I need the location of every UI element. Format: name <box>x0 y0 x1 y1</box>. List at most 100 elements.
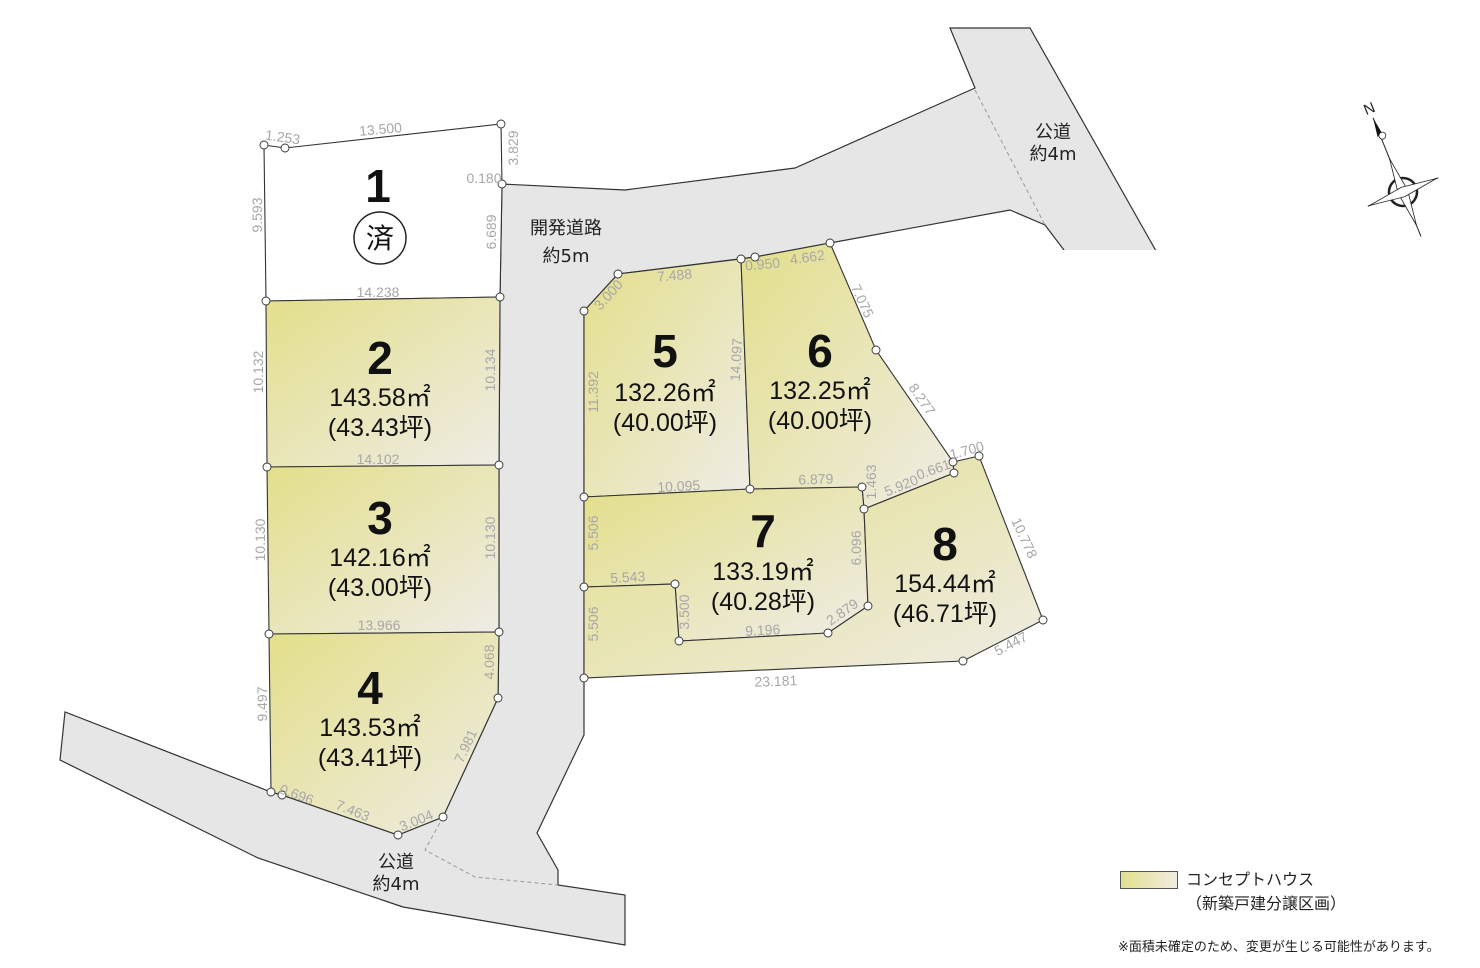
survey-point <box>949 468 959 478</box>
dimension-label: 14.102 <box>357 451 400 467</box>
survey-point <box>393 830 403 840</box>
lot-7-number: 7 <box>750 505 776 557</box>
dimension-label: 13.500 <box>359 119 403 139</box>
lot-2-area: 143.58㎡ <box>329 384 430 412</box>
survey-point <box>670 579 680 589</box>
dimension-label: 1.463 <box>863 464 879 499</box>
sold-badge: 済 <box>353 211 407 265</box>
lot-7-tsubo: (40.28坪) <box>711 588 815 616</box>
lot-2-tsubo: (43.43坪) <box>328 414 432 442</box>
survey-point <box>857 482 867 492</box>
dimension-label: 10.130 <box>252 518 268 561</box>
survey-point <box>495 292 505 302</box>
road-boundary-dashed <box>974 89 1046 226</box>
lot-8-number: 8 <box>932 518 958 570</box>
dimension-label: 23.181 <box>754 672 798 689</box>
legend-line-1: コンセプトハウス <box>1186 870 1315 889</box>
survey-point <box>266 787 276 797</box>
dimension-label: 3.829 <box>505 130 521 165</box>
survey-point <box>579 673 589 683</box>
development-road-width: 約5m <box>543 246 590 267</box>
lot-8-area: 154.44㎡ <box>894 570 995 598</box>
public-road-ne-width: 約4m <box>1030 144 1077 165</box>
survey-point <box>497 179 507 189</box>
lot-8-tsubo: (46.71坪) <box>893 600 997 628</box>
survey-point <box>750 252 760 262</box>
survey-point <box>264 629 274 639</box>
survey-point <box>262 462 272 472</box>
dimension-label: 9.593 <box>249 197 265 232</box>
survey-point <box>579 492 589 502</box>
lot-3-area: 142.16㎡ <box>329 544 430 572</box>
survey-point <box>863 601 873 611</box>
survey-point <box>496 119 506 129</box>
public-road-sw-name: 公道 <box>378 852 414 873</box>
dimension-label: 3.500 <box>676 594 692 629</box>
lot-3-tsubo: (43.00坪) <box>328 574 432 602</box>
survey-points <box>259 119 1048 840</box>
lot-4-tsubo: (43.41坪) <box>318 744 422 772</box>
dimension-label: 9.196 <box>745 621 781 639</box>
dimension-label: 1.253 <box>264 127 301 148</box>
survey-point <box>261 296 271 306</box>
survey-point <box>871 345 881 355</box>
dimension-label: 14.238 <box>357 284 400 300</box>
survey-point <box>280 143 290 153</box>
public-road-sw-width: 約4m <box>373 874 420 895</box>
lot-5-tsubo: (40.00坪) <box>613 409 717 437</box>
survey-point <box>958 656 968 666</box>
dimension-label: 9.497 <box>254 686 270 721</box>
survey-point <box>736 254 746 264</box>
survey-point <box>974 451 984 461</box>
survey-point <box>493 693 503 703</box>
legend-swatch <box>1120 871 1178 889</box>
dimension-label: 0.180 <box>466 170 501 186</box>
survey-point <box>259 140 269 150</box>
survey-point <box>745 484 755 494</box>
compass-rose-icon: N <box>1361 99 1439 237</box>
dimension-label: 10.132 <box>250 350 266 393</box>
survey-point <box>613 269 623 279</box>
survey-point <box>277 790 287 800</box>
dimension-label: 10.134 <box>482 348 498 391</box>
public-road-ne-name: 公道 <box>1035 122 1071 143</box>
survey-point <box>579 582 589 592</box>
lot-2-number: 2 <box>367 332 393 384</box>
road-boundary-dashed <box>424 816 559 886</box>
dimension-label: 14.097 <box>727 338 745 382</box>
lot-5-number: 5 <box>652 325 678 377</box>
survey-point <box>948 457 958 467</box>
lot-5-area: 132.26㎡ <box>614 379 715 407</box>
survey-point <box>438 812 448 822</box>
dimension-label: 10.095 <box>657 477 701 495</box>
survey-point <box>579 306 589 316</box>
dimension-label: 0.950 <box>744 255 781 274</box>
survey-point <box>494 460 504 470</box>
survey-point <box>674 636 684 646</box>
dimension-label: 7.488 <box>656 266 693 285</box>
dimension-label: 6.879 <box>798 470 834 487</box>
lot-6-number: 6 <box>807 325 833 377</box>
lot-6-area: 132.25㎡ <box>769 377 870 405</box>
sold-badge-text: 済 <box>366 222 394 255</box>
development-road-name: 開発道路 <box>530 218 602 239</box>
dimension-label: 4.662 <box>789 247 826 268</box>
survey-point <box>825 238 835 248</box>
lot-7-area: 133.19㎡ <box>712 558 813 586</box>
dimension-label: 5.506 <box>585 606 601 641</box>
dimension-label: 4.068 <box>481 644 497 679</box>
survey-point <box>823 628 833 638</box>
lot-4-number: 4 <box>357 662 383 714</box>
survey-point <box>494 627 504 637</box>
disclaimer-note: ※面積未確定のため、変更が生じる可能性があります。 <box>1118 940 1440 955</box>
dimension-label: 5.543 <box>610 568 646 586</box>
dimension-label: 11.392 <box>585 371 601 413</box>
dimension-label: 6.096 <box>848 530 864 565</box>
dimension-label: 5.506 <box>585 515 601 550</box>
lot-3-number: 3 <box>367 492 393 544</box>
dimension-label: 6.689 <box>483 214 499 249</box>
lot-6-tsubo: (40.00坪) <box>768 407 872 435</box>
survey-point <box>1038 615 1048 625</box>
